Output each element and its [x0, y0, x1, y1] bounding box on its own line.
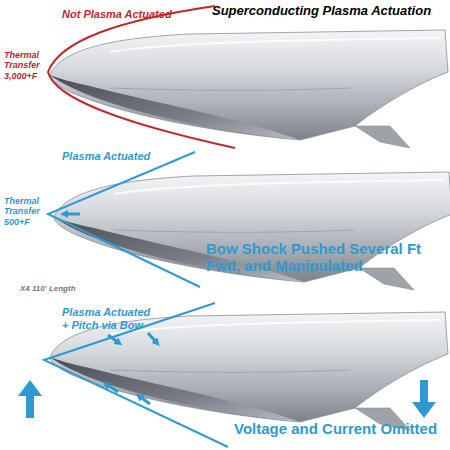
- big-arrow-down: [412, 380, 436, 418]
- bow-shock: [44, 303, 228, 447]
- effect-note: Voltage and Current Omitted: [234, 420, 448, 437]
- bow-shock: [48, 6, 235, 148]
- effect-note: Bow Shock Pushed Several Ft Fwd, and Man…: [206, 240, 438, 275]
- dimension-note: X4 110' Length: [20, 284, 130, 293]
- vehicle: [54, 172, 450, 290]
- arrow: [148, 333, 157, 343]
- vehicle: [50, 30, 448, 148]
- arrow: [64, 213, 80, 216]
- temperature-note: Thermal Transfer 3,000+F: [4, 50, 48, 81]
- state-label: Plasma Actuated + Pitch via Bow: [62, 306, 158, 331]
- arrow: [108, 335, 119, 343]
- state-label: Not Plasma Actuated: [62, 8, 202, 21]
- bow-shock: [48, 152, 200, 287]
- arrow: [139, 396, 150, 404]
- temperature-note: Thermal Transfer 500+F: [4, 196, 48, 227]
- big-arrow-up: [18, 380, 42, 418]
- title: Superconducting Plasma Actuation: [212, 4, 448, 19]
- arrow: [106, 384, 118, 392]
- state-label: Plasma Actuated: [62, 150, 202, 163]
